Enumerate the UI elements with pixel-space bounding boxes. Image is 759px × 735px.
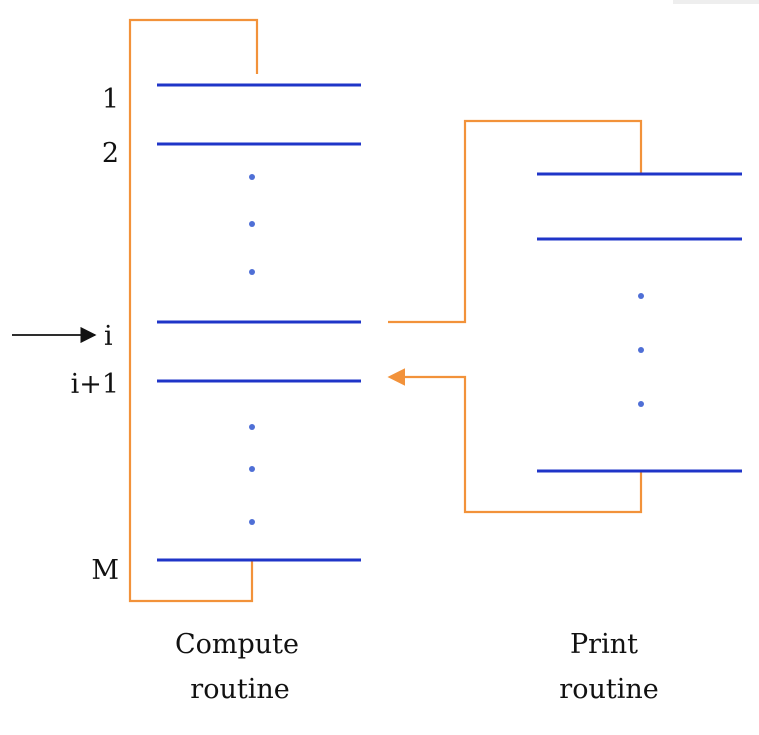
corner-tab bbox=[673, 0, 759, 4]
print-routine-caption-line1: Print bbox=[570, 629, 638, 660]
compute-routine-loop bbox=[128, 18, 259, 603]
ellipsis-dot bbox=[249, 466, 255, 472]
line-label-1: 1 bbox=[102, 84, 119, 115]
ellipsis-dot bbox=[249, 221, 255, 227]
compute-routine-caption-line2: routine bbox=[190, 674, 289, 705]
compute-routine-caption-line1: Compute bbox=[175, 629, 299, 660]
ellipsis-dot bbox=[249, 174, 255, 180]
return-transfer-line bbox=[387, 368, 643, 514]
ellipsis-dot bbox=[249, 269, 255, 275]
compute-ellipsis-upper bbox=[249, 174, 255, 275]
line-label-i-plus-1: i+1 bbox=[71, 369, 119, 400]
interrupt-transfer-line bbox=[388, 119, 643, 324]
print-routine-caption-line2: routine bbox=[559, 674, 658, 705]
line-label-m: M bbox=[91, 555, 119, 586]
ellipsis-dot bbox=[249, 519, 255, 525]
compute-ellipsis-lower bbox=[249, 424, 255, 525]
print-ellipsis bbox=[638, 293, 644, 407]
ellipsis-dot bbox=[638, 347, 644, 353]
ellipsis-dot bbox=[638, 401, 644, 407]
line-label-2: 2 bbox=[102, 138, 119, 169]
ellipsis-dot bbox=[638, 293, 644, 299]
ellipsis-dot bbox=[249, 424, 255, 430]
line-label-i: i bbox=[104, 321, 113, 352]
